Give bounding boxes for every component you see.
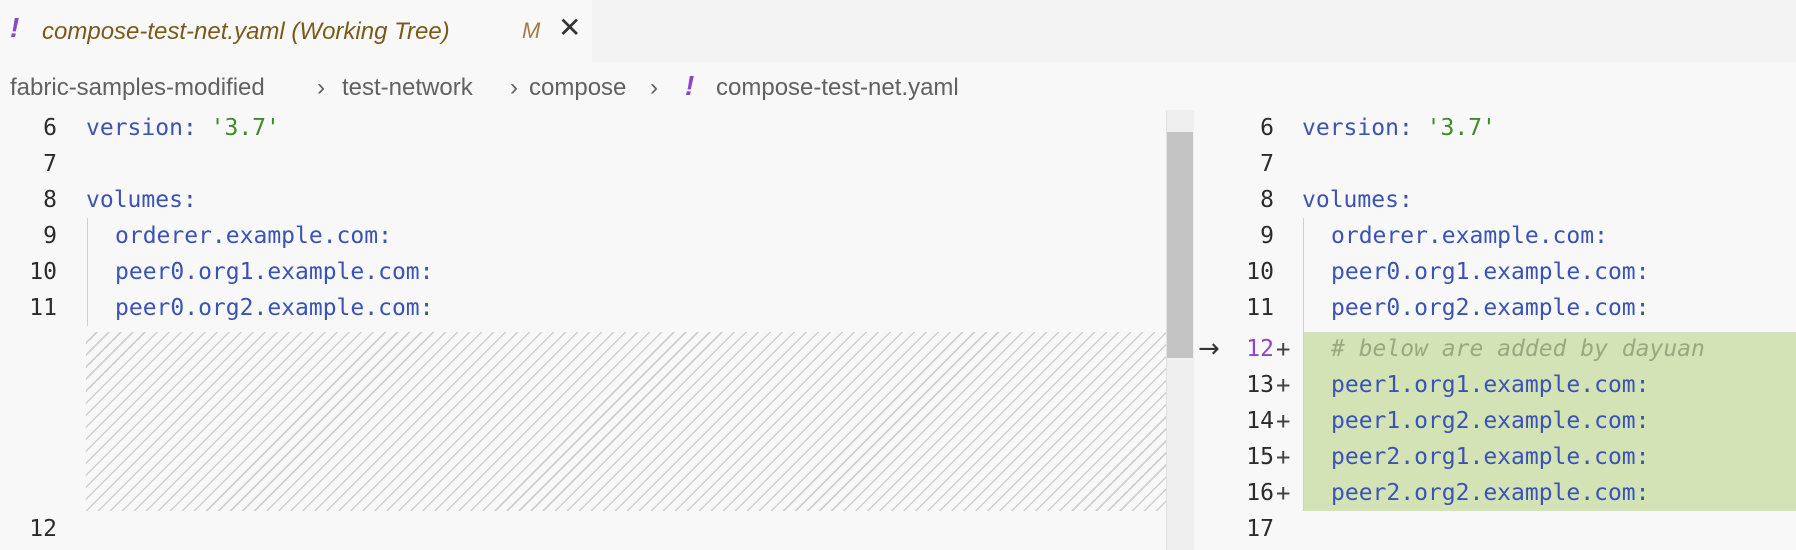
line-number: 7	[1260, 151, 1274, 177]
tab-title: compose-test-net.yaml (Working Tree)	[42, 18, 450, 45]
line-number: 8	[1260, 187, 1274, 213]
line-number: 17	[1246, 516, 1274, 542]
code-line: peer1.org2.example.com:	[1331, 408, 1650, 434]
code-line: peer2.org2.example.com:	[1331, 480, 1650, 506]
code-line: peer0.org2.example.com:	[1331, 295, 1650, 321]
code-line: peer1.org1.example.com:	[1331, 372, 1650, 398]
code-line: peer2.org1.example.com:	[1331, 444, 1650, 470]
code-line: volumes:	[1302, 187, 1413, 213]
line-number: 6	[43, 115, 57, 141]
modified-badge: M	[522, 18, 541, 43]
breadcrumb-item-root[interactable]: fabric-samples-modified	[10, 74, 265, 101]
code-line: version: '3.7'	[1302, 115, 1496, 141]
breadcrumb-item-file[interactable]: compose-test-net.yaml	[716, 74, 959, 101]
code-line: volumes:	[86, 187, 197, 213]
close-icon[interactable]: ✕	[558, 12, 582, 43]
code-line: orderer.example.com:	[1331, 223, 1608, 249]
chevron-right-icon: ›	[510, 74, 518, 101]
added-line-marker: +	[1276, 479, 1291, 507]
added-line-marker: +	[1276, 443, 1291, 471]
added-lines-highlight	[1303, 332, 1796, 511]
line-number: 11	[1246, 295, 1274, 321]
chevron-right-icon: ›	[317, 74, 325, 101]
code-line: peer0.org1.example.com:	[115, 259, 434, 285]
line-number: 12	[29, 516, 57, 542]
indent-guide	[87, 218, 88, 326]
line-number: 9	[43, 223, 57, 249]
breadcrumb-item-subfolder[interactable]: compose	[529, 74, 627, 101]
indent-guide	[1303, 218, 1304, 511]
tab-bar: ! compose-test-net.yaml (Working Tree) M…	[0, 0, 1796, 62]
scrollbar-thumb[interactable]	[1167, 132, 1193, 358]
warning-icon: !	[685, 70, 695, 101]
code-comment: # below are added by dayuan	[1331, 336, 1705, 362]
line-number: 14	[1246, 408, 1274, 434]
line-number: 10	[1246, 259, 1274, 285]
arrow-right-icon[interactable]: →	[1198, 334, 1220, 364]
code-line: peer0.org1.example.com:	[1331, 259, 1650, 285]
editor-tab[interactable]: ! compose-test-net.yaml (Working Tree) M…	[0, 0, 592, 62]
code-line: peer0.org2.example.com:	[115, 295, 434, 321]
diff-placeholder-hatch	[86, 332, 1166, 511]
code-line: orderer.example.com:	[115, 223, 392, 249]
line-number: 13	[1246, 372, 1274, 398]
line-number: 16	[1246, 480, 1274, 506]
added-line-marker: +	[1276, 371, 1291, 399]
warning-icon: !	[10, 12, 20, 43]
line-number: 12	[1246, 336, 1274, 362]
line-number: 8	[43, 187, 57, 213]
line-number: 15	[1246, 444, 1274, 470]
added-line-marker: +	[1276, 335, 1291, 363]
line-number: 6	[1260, 115, 1274, 141]
chevron-right-icon: ›	[650, 74, 658, 101]
added-line-marker: +	[1276, 407, 1291, 435]
line-number: 9	[1260, 223, 1274, 249]
breadcrumb: fabric-samples-modified › test-network ›…	[0, 62, 1796, 110]
line-number: 10	[29, 259, 57, 285]
line-number: 11	[29, 295, 57, 321]
line-number: 7	[43, 151, 57, 177]
code-line: version: '3.7'	[86, 115, 280, 141]
breadcrumb-item-folder[interactable]: test-network	[342, 74, 473, 101]
